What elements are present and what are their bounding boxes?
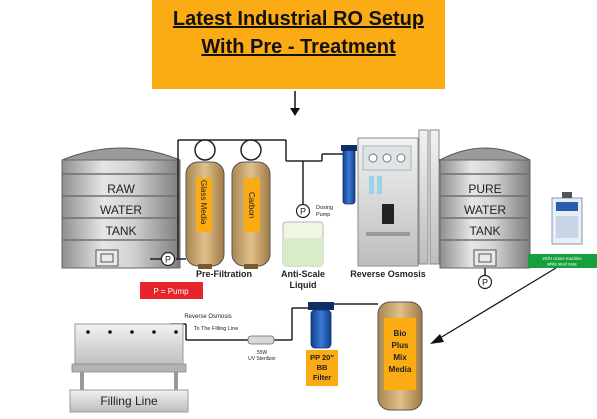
dosing-label-1: Dosing <box>316 205 333 211</box>
uv-label-1: 55W <box>257 350 268 356</box>
bio-to-bb-pipe <box>291 303 378 340</box>
filter-to-ro-pipe <box>286 153 352 208</box>
bio-label-2: Plus <box>392 341 409 350</box>
ozone-to-bio-arrow <box>430 267 557 344</box>
filling-line-pipe-label: To The Filling Line <box>194 326 239 332</box>
pump-symbol-raw: P <box>165 255 171 265</box>
uv-label-2: UV Sterilizer <box>248 356 276 362</box>
bio-label-4: Media <box>389 365 412 374</box>
ozone-label-box <box>528 254 597 268</box>
bb-filter: PP 20" BB Filter <box>306 302 338 386</box>
pure-tank-label-2: WATER <box>464 203 506 217</box>
ozone-machine-icon <box>551 192 583 245</box>
pump-legend-box <box>140 282 203 299</box>
pump-legend-text: P = Pump <box>153 287 189 296</box>
filter-manifold <box>186 139 287 161</box>
title-banner: Latest Industrial RO Setup With Pre - Tr… <box>152 0 445 89</box>
glass-media-filter: Glass Media <box>185 161 225 269</box>
pure-tank-label-3: TANK <box>469 224 500 238</box>
pure-tank-label-1: PURE <box>468 182 501 196</box>
raw-water-tank: RAW WATER TANK <box>61 147 181 269</box>
bio-label-1: Bio <box>394 329 407 338</box>
title-line-1: Latest Industrial RO Setup <box>172 8 425 30</box>
pump-icon: P <box>477 274 493 290</box>
pump-icon: P <box>160 251 176 267</box>
glass-media-label: Glass Media <box>199 180 208 225</box>
title-line-2: With Pre - Treatment <box>201 36 396 58</box>
pump-symbol-dosing: P <box>300 207 306 217</box>
pure-water-tank: PURE WATER TANK <box>439 147 531 269</box>
ozone-label-2: white steel case <box>547 262 577 267</box>
anti-scale-label-2: Liquid <box>290 280 317 290</box>
ozone-label-1: 2G/H ozone machine <box>542 256 582 261</box>
dosing-label-2: Pump <box>316 212 330 218</box>
raw-tank-label-2: WATER <box>100 203 142 217</box>
filling-line-label: Filling Line <box>100 394 158 408</box>
anti-scale-label-1: Anti-Scale <box>281 269 325 279</box>
reverse-osmosis-label: Reverse Osmosis <box>350 269 426 279</box>
uv-sterilizer-icon <box>247 335 275 345</box>
raw-tank-label-1: RAW <box>107 182 135 196</box>
pump-symbol-pure: P <box>482 278 488 288</box>
raw-tank-label-3: TANK <box>105 224 136 238</box>
filling-line-machine <box>69 323 189 413</box>
dosing-pump: P Dosing Pump <box>295 203 333 219</box>
bio-label-3: Mix <box>393 353 407 362</box>
down-arrow-icon <box>290 91 300 116</box>
ro-pipe-label: Reverse Osmosis <box>184 314 231 320</box>
carbon-filter: Carbon <box>231 161 271 269</box>
reverse-osmosis-unit <box>341 129 440 267</box>
bb-filter-label-1: PP 20" <box>310 353 334 362</box>
bio-plus-mix-media-tank: Bio Plus Mix Media <box>377 301 423 411</box>
anti-scale-tank <box>282 221 324 267</box>
bb-filter-label-3: Filter <box>313 373 331 382</box>
carbon-label: Carbon <box>247 192 256 218</box>
bb-filter-label-2: BB <box>317 363 328 372</box>
pre-filtration-label: Pre-Filtration <box>196 269 252 279</box>
